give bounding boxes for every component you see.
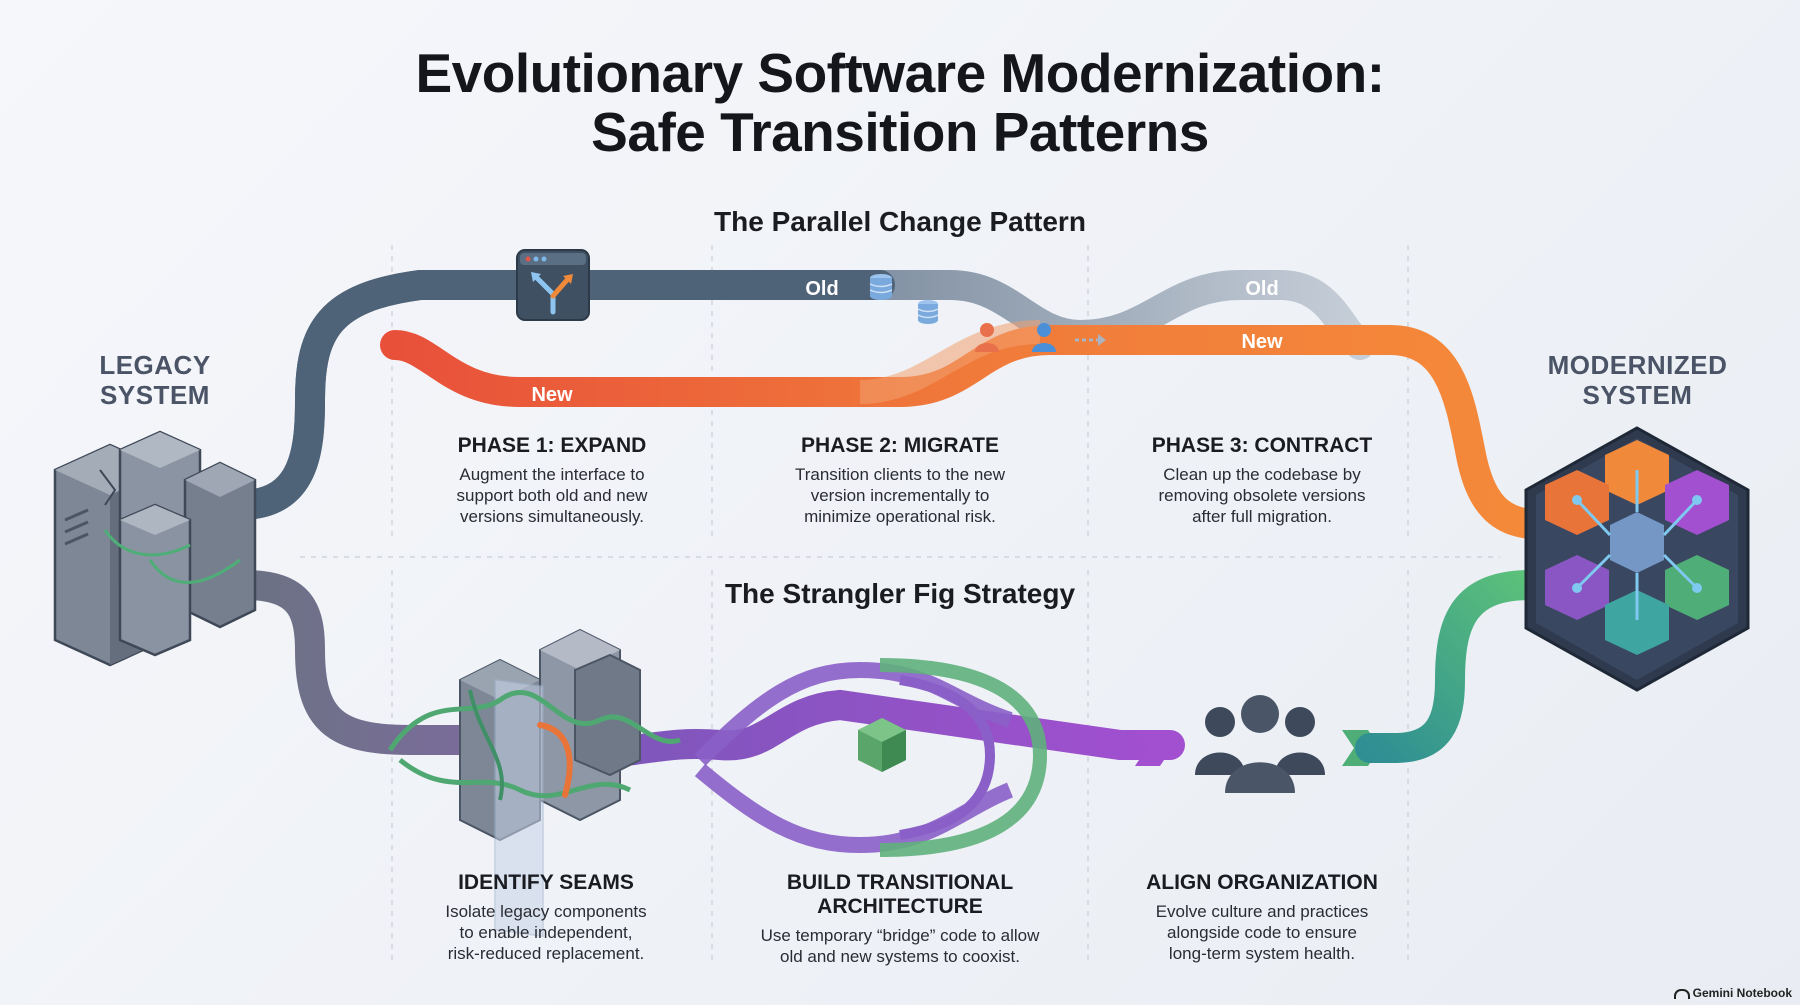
new-path	[380, 325, 1560, 540]
strangler-fig-heading: The Strangler Fig Strategy	[724, 578, 1076, 609]
database-icon	[917, 300, 939, 324]
bridge-cube-icon	[858, 718, 906, 772]
new-label-2: New	[1241, 331, 1283, 353]
legacy-system-label: LEGACY SYSTEM	[99, 350, 211, 410]
step-identify-seams: IDENTIFY SEAMS Isolate legacy components…	[445, 871, 647, 963]
legacy-lower-path	[230, 570, 485, 755]
modernized-system-label: MODERNIZED SYSTEM	[1547, 350, 1728, 410]
gemini-logo-icon	[1673, 988, 1690, 999]
page-title-line-2: Safe Transition Patterns	[591, 101, 1209, 163]
page-title-line-1: Evolutionary Software Modernization:	[415, 42, 1385, 104]
gemini-notebook-badge: Gemini Notebook	[1673, 986, 1792, 1000]
modern-lower-path	[1355, 570, 1545, 763]
phase-contract: PHASE 3: CONTRACT Clean up the codebase …	[1151, 434, 1373, 526]
switch-panel-icon	[516, 249, 590, 321]
user-icon	[975, 323, 999, 352]
phase-expand: PHASE 1: EXPAND Augment the interface to…	[456, 434, 648, 526]
old-label-2: Old	[1245, 278, 1278, 300]
group-icon	[1195, 695, 1325, 793]
seams-icon	[387, 628, 681, 938]
user-icon	[1032, 323, 1056, 352]
phase-migrate: PHASE 2: MIGRATE Transition clients to t…	[794, 434, 1006, 526]
new-label-1: New	[531, 384, 573, 406]
old-label-1: Old	[805, 278, 838, 300]
parallel-change-heading: The Parallel Change Pattern	[714, 206, 1086, 237]
step-align-organization: ALIGN ORGANIZATION Evolve culture and pr…	[1146, 871, 1378, 963]
legacy-blocks-icon	[53, 430, 257, 667]
step-build-transitional-architecture: BUILD TRANSITIONAL ARCHITECTURE Use temp…	[760, 871, 1040, 966]
database-icon	[869, 274, 893, 300]
modern-cube-icon	[1524, 426, 1750, 692]
